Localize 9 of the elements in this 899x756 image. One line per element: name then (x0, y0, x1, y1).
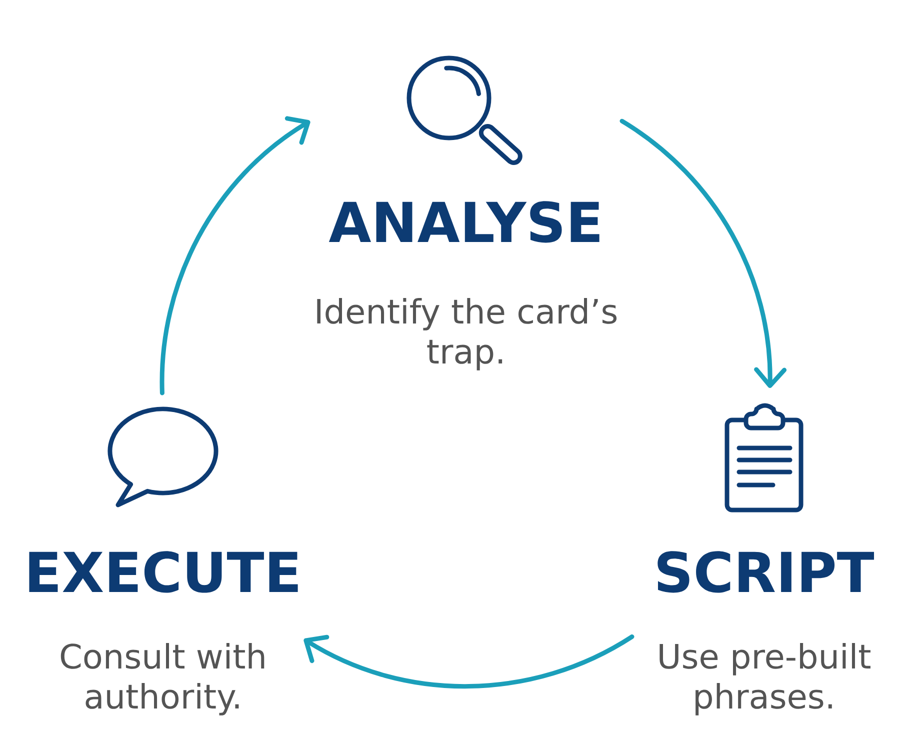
step-heading: EXECUTE (29, 551, 298, 593)
arrow (160, 116, 310, 396)
arrow (304, 634, 634, 689)
step-description: Use pre-built phrases. (660, 643, 870, 716)
step-description: Consult with authority. (60, 643, 264, 716)
arrow (620, 118, 787, 388)
step-heading: SCRIPT (658, 551, 874, 593)
step-heading: ANALYSE (328, 201, 600, 243)
step-description: Identify the card’s trap. (317, 298, 617, 370)
